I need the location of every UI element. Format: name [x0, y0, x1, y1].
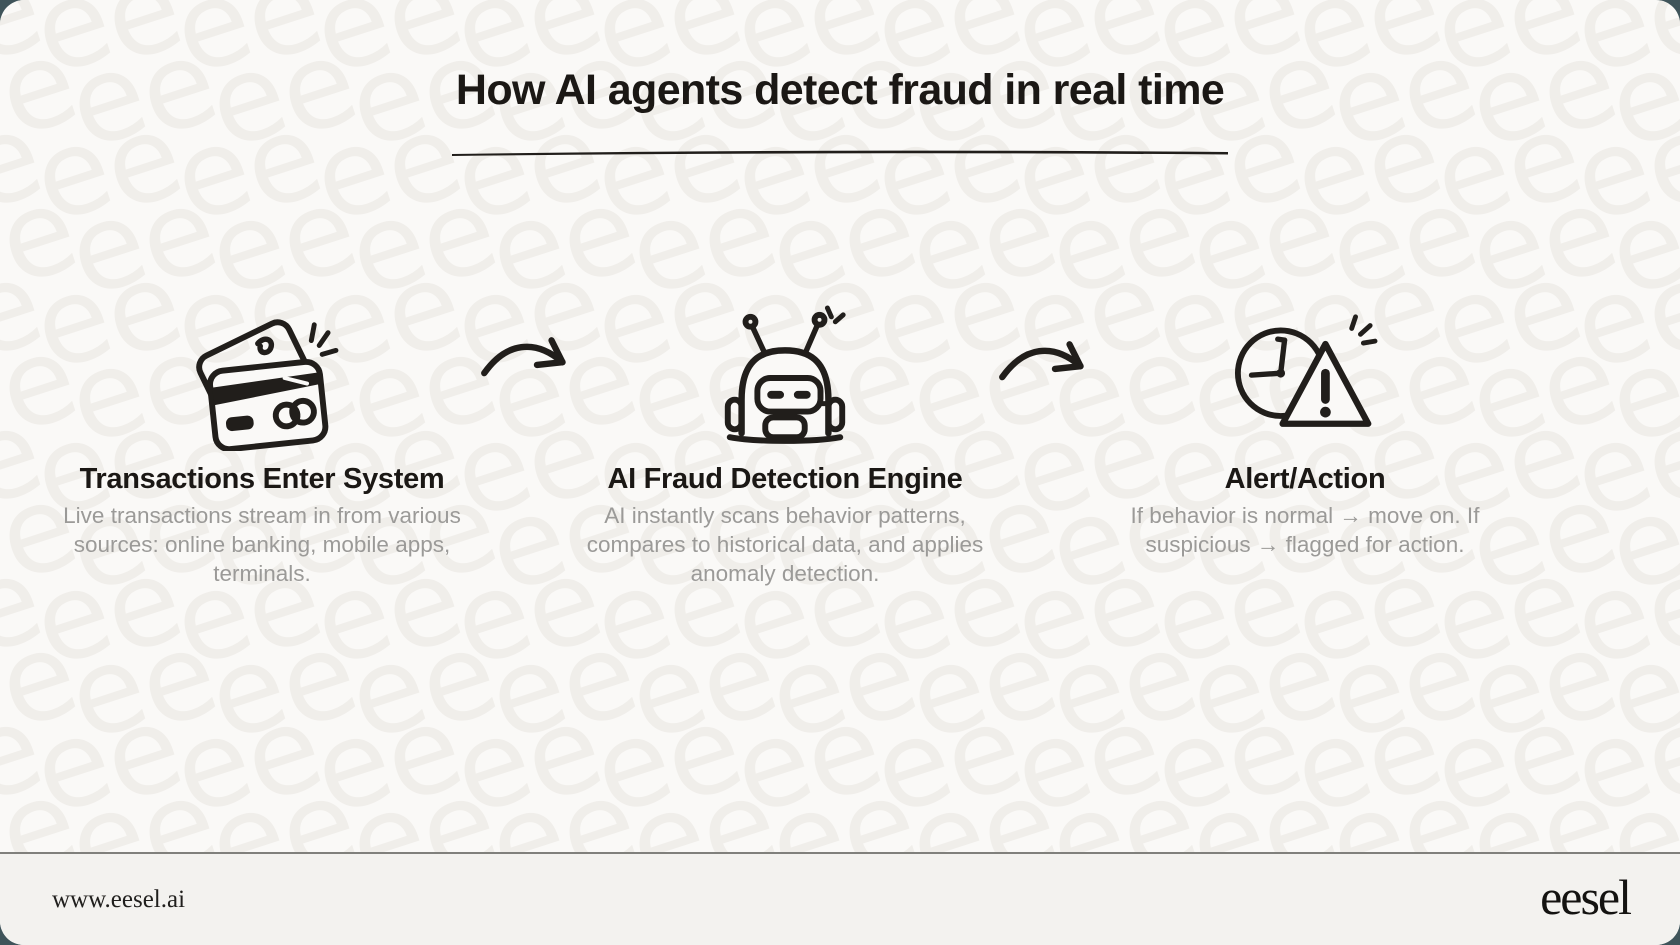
fraud-detection-robot-icon [705, 303, 865, 451]
steps-row: Transactions Enter System Live transacti… [56, 303, 1511, 588]
credit-cards-icon [183, 303, 341, 451]
arrow-right-icon [481, 337, 566, 377]
step-title: AI Fraud Detection Engine [607, 463, 963, 495]
step-description: Live transactions stream in from various… [63, 503, 461, 586]
arrow-right-icon [999, 341, 1084, 381]
eesel-logo: eesel [1540, 868, 1632, 925]
title-underline [452, 150, 1228, 156]
step-detection-engine: AI Fraud Detection Engine AI instantly s… [579, 303, 991, 588]
step-title: Transactions Enter System [79, 463, 445, 495]
page-title: How AI agents detect fraud in real time [455, 66, 1225, 114]
website-url: www.eesel.ai [52, 885, 186, 913]
footer: www.eesel.ai eesel [0, 852, 1680, 945]
alert-clock-warning-icon [1222, 303, 1388, 451]
step-transactions: Transactions Enter System Live transacti… [56, 303, 468, 588]
step-alert-action: Alert/Action If behavior is normal → mov… [1099, 303, 1511, 559]
step-title: Alert/Action [1224, 463, 1386, 495]
step-description: If behavior is normal → move on. If susp… [1130, 503, 1480, 557]
step-description: AI instantly scans behavior patterns, co… [586, 503, 984, 586]
